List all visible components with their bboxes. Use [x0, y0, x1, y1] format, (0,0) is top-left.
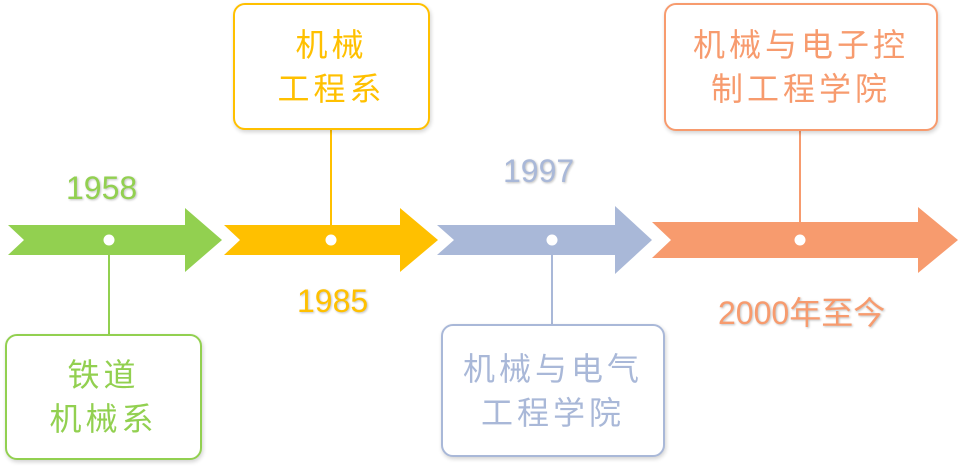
milestone-box-line: 机械与电气	[462, 349, 643, 388]
connector-lines	[108, 130, 801, 334]
milestone-box-mechanical-electrical-school: 机械与电气 工程学院	[441, 324, 665, 457]
milestone-dots	[103, 234, 806, 246]
milestone-dot-1985	[325, 234, 337, 246]
year-label-2000-present: 2000年至今	[718, 295, 886, 331]
milestone-box-line: 制工程学院	[710, 70, 891, 108]
milestone-box-mechanical-engineering-dept: 机械 工程系	[233, 3, 430, 130]
timeline-arrow-1958	[8, 208, 222, 272]
milestone-box-line: 机械	[295, 25, 368, 64]
milestone-box-line: 机械系	[49, 400, 158, 438]
milestone-dot-1958	[103, 234, 115, 246]
milestone-box-line: 机械与电子控	[692, 26, 909, 64]
milestone-dot-1997	[546, 234, 558, 246]
year-label-1997: 1997	[503, 153, 575, 189]
milestone-box-line: 工程系	[277, 69, 386, 108]
milestone-box-mechanical-electronic-control-school: 机械与电子控 制工程学院	[664, 3, 938, 131]
milestone-dot-2000	[794, 234, 806, 246]
milestone-box-railway-mechanical-dept: 铁道 机械系	[5, 334, 202, 460]
milestone-box-line: 工程学院	[480, 393, 625, 432]
milestone-box-line: 铁道	[67, 356, 140, 394]
timeline-arrow-1997	[437, 206, 652, 274]
year-label-1958: 1958	[66, 170, 138, 206]
arrow-segments	[8, 206, 958, 274]
year-label-1985: 1985	[297, 283, 369, 319]
